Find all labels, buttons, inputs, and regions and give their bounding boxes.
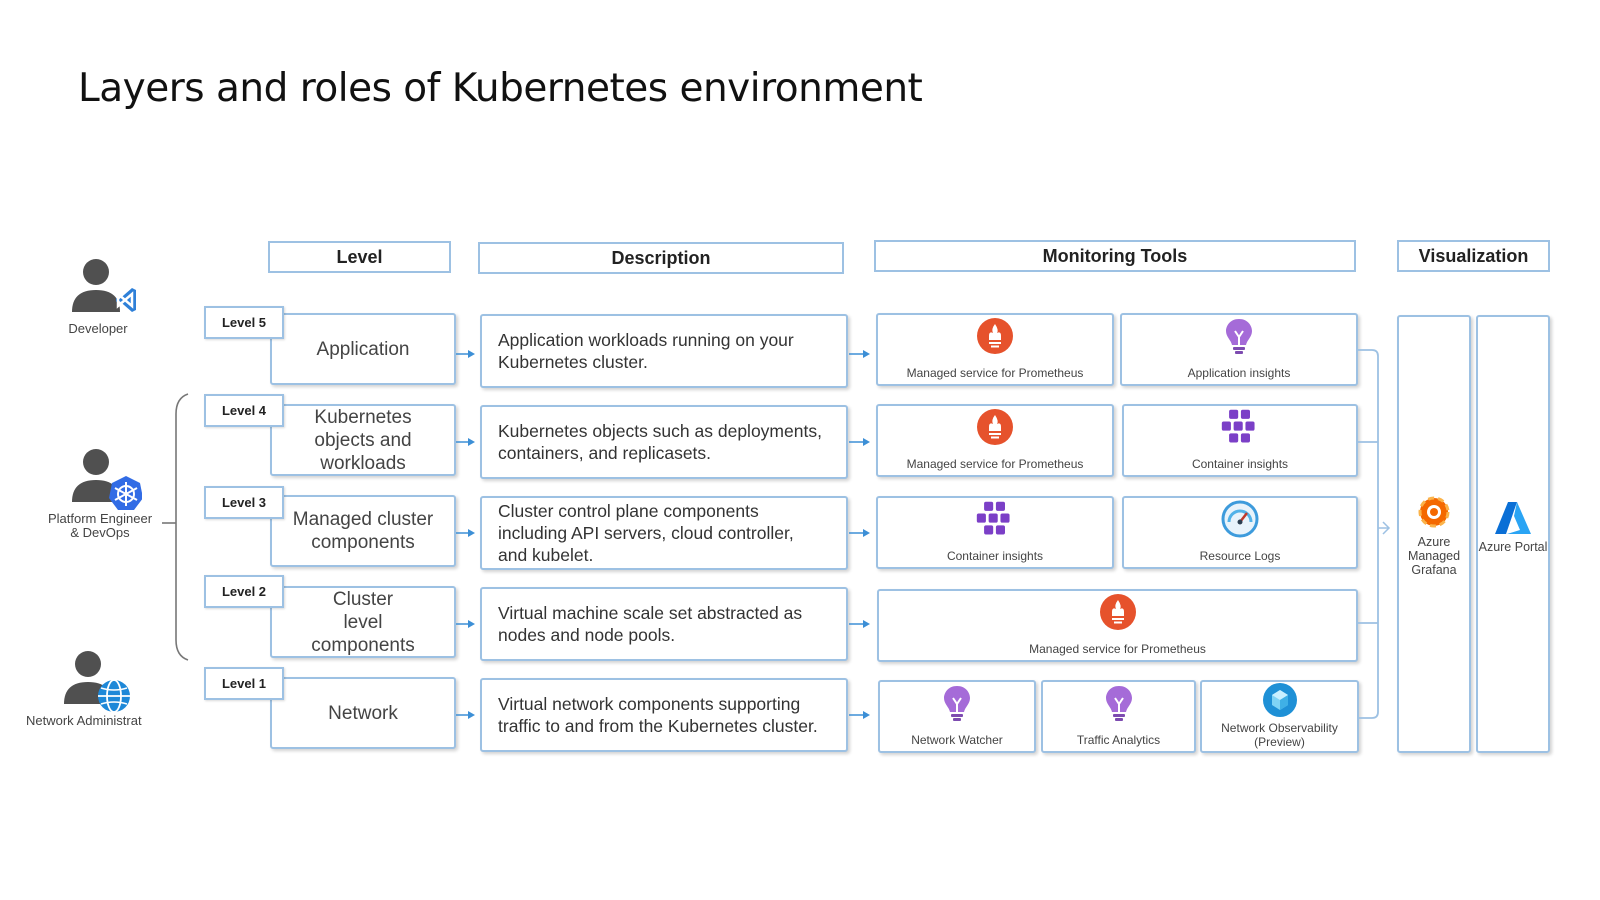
role-label-network-admin: Network Administrat: [26, 713, 142, 728]
app-insights-icon: [1219, 316, 1259, 356]
header-visualization: Visualization: [1397, 240, 1550, 272]
tool-l2-prometheus: Managed service for Prometheus: [877, 589, 1358, 662]
resource-logs-icon: [1220, 499, 1260, 539]
role-label-platform-line2: & DevOps: [70, 525, 130, 540]
tool-l5-prometheus: Managed service for Prometheus: [876, 313, 1114, 386]
level-name-2: Cluster level components: [270, 586, 456, 658]
role-label-developer: Developer: [68, 321, 128, 336]
tool-label: Resource Logs: [1199, 549, 1281, 563]
grafana-icon: [1414, 491, 1454, 531]
tools-to-visualization-connector: [1358, 349, 1391, 719]
container-insights-icon: [1220, 407, 1260, 447]
traffic-analytics-icon: [1099, 683, 1139, 723]
tool-l5-app-insights: Application insights: [1120, 313, 1358, 386]
role-developer: Developer: [58, 256, 138, 336]
tool-label: Container insights: [946, 549, 1044, 563]
prometheus-icon: [1098, 592, 1138, 632]
tool-label: Managed service for Prometheus: [906, 457, 1084, 471]
viz-grafana: Azure Managed Grafana: [1397, 315, 1471, 753]
arrow-level-5: [456, 350, 475, 358]
prometheus-icon: [975, 407, 1015, 447]
level-name-5: Application: [270, 313, 456, 385]
arrow-desc-4: [849, 438, 870, 446]
level-name-1: Network: [270, 677, 456, 749]
tool-l1-network-observability: Network Observability (Preview): [1200, 680, 1359, 753]
tool-label: Traffic Analytics: [1076, 733, 1161, 747]
header-level: Level: [268, 241, 451, 273]
arrow-level-1: [456, 711, 475, 719]
arrow-level-3: [456, 529, 475, 537]
viz-label-azure-portal: Azure Portal: [1478, 540, 1548, 554]
level-badge-2: Level 2: [204, 575, 284, 608]
platform-engineer-person-icon: [72, 449, 142, 510]
kubernetes-icon: [109, 476, 142, 510]
network-observability-icon: [1260, 681, 1300, 719]
network-watcher-icon: [937, 683, 977, 723]
level-badge-4: Level 4: [204, 394, 284, 427]
level-name-4: Kubernetes objects and workloads: [270, 404, 456, 476]
tool-label: Managed service for Prometheus: [1029, 642, 1206, 656]
tool-label: Managed service for Prometheus: [906, 366, 1084, 380]
arrow-desc-3: [849, 529, 870, 537]
network-globe-icon: [98, 679, 130, 713]
page-title: Layers and roles of Kubernetes environme…: [78, 66, 923, 111]
tool-l1-network-watcher: Network Watcher: [878, 680, 1036, 753]
tool-label: Network Observability (Preview): [1221, 721, 1338, 749]
platform-bracket: [162, 393, 189, 661]
prometheus-icon: [975, 316, 1015, 356]
tool-label: Container insights: [1191, 457, 1289, 471]
viz-azure-portal: Azure Portal: [1476, 315, 1550, 753]
role-network-administrator: Network Administrat: [24, 648, 160, 728]
level-description-1: Virtual network components supporting tr…: [480, 678, 848, 752]
tool-label: Application insights: [1187, 366, 1291, 380]
developer-person-icon: [72, 259, 136, 312]
vscode-icon: [116, 288, 136, 312]
tool-l3-resource-logs: Resource Logs: [1122, 496, 1358, 569]
level-badge-3: Level 3: [204, 486, 284, 519]
azure-icon: [1493, 500, 1533, 536]
tool-l1-traffic-analytics: Traffic Analytics: [1041, 680, 1196, 753]
header-monitoring-tools: Monitoring Tools: [874, 240, 1356, 272]
arrow-desc-5: [849, 350, 870, 358]
tool-l4-prometheus: Managed service for Prometheus: [876, 404, 1114, 477]
tool-label: Network Watcher: [911, 733, 1003, 747]
network-admin-person-icon: [64, 651, 130, 713]
role-platform-engineer: Platform Engineer & DevOps: [40, 446, 160, 540]
arrow-level-2: [456, 620, 475, 628]
arrow-level-4: [456, 438, 475, 446]
tool-l3-container-insights: Container insights: [876, 496, 1114, 569]
viz-label-grafana: Azure Managed Grafana: [1407, 535, 1461, 577]
level-description-5: Application workloads running on your Ku…: [480, 314, 848, 388]
container-insights-icon: [975, 499, 1015, 539]
level-badge-1: Level 1: [204, 667, 284, 700]
role-label-platform-line1: Platform Engineer: [47, 511, 153, 526]
header-description: Description: [478, 242, 844, 274]
level-badge-5: Level 5: [204, 306, 284, 339]
tool-l4-container-insights: Container insights: [1122, 404, 1358, 477]
arrow-desc-2: [849, 620, 870, 628]
level-description-2: Virtual machine scale set abstracted as …: [480, 587, 848, 661]
level-name-3: Managed cluster components: [270, 495, 456, 567]
arrow-desc-1: [849, 711, 870, 719]
level-description-3: Cluster control plane components includi…: [480, 496, 848, 570]
level-description-4: Kubernetes objects such as deployments, …: [480, 405, 848, 479]
